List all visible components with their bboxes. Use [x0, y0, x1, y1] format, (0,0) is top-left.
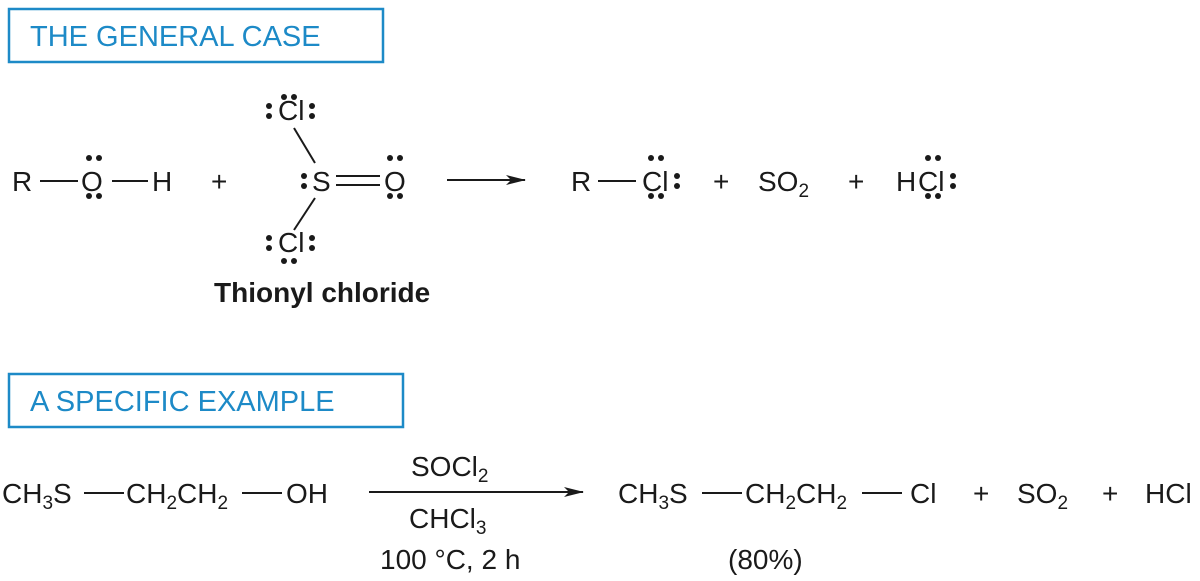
reagent-sub: 2	[478, 466, 489, 487]
thionyl-sulfur: S	[312, 166, 331, 197]
reactant-ch2ch2: CH2CH2	[126, 478, 228, 514]
product-ch-a: CH	[745, 478, 785, 509]
plus-sign-3: +	[848, 166, 864, 197]
product-s: S	[669, 478, 688, 509]
sulfur-dioxide: SO2	[758, 166, 809, 202]
hcl-chlorine: Cl	[918, 166, 944, 197]
hcl-hydrogen: H	[896, 166, 916, 197]
alcohol-hydrogen: H	[152, 166, 172, 197]
reaction-conditions: 100 °C, 2 h	[380, 544, 520, 575]
thionyl-chlorine-bottom: Cl	[278, 227, 304, 258]
oxygen-lone-pairs	[86, 155, 102, 199]
product-sub-3: 3	[658, 493, 669, 514]
plus-sign-1: +	[211, 166, 227, 197]
product-sub-2a: 2	[785, 493, 796, 514]
product-chlorine: Cl	[642, 166, 668, 197]
hcl-lone-pairs	[925, 155, 956, 199]
solvent-main: CHCl	[409, 503, 476, 534]
thionyl-oxygen: O	[384, 166, 406, 197]
bond-s-cl-top	[293, 127, 316, 164]
product-ch3s: CH3S	[618, 478, 688, 514]
specific-plus-1: +	[973, 478, 989, 509]
thionyl-chlorine-top: Cl	[278, 95, 304, 126]
thionyl-chloride-label: Thionyl chloride	[214, 277, 430, 308]
product-sub-2b: 2	[836, 493, 847, 514]
product-r-group: R	[571, 166, 591, 197]
specific-so2: SO2	[1017, 478, 1068, 514]
general-case-box	[7, 7, 385, 64]
reactant-ch3s: CH3S	[2, 478, 72, 514]
specific-example-heading: A SPECIFIC EXAMPLE	[30, 386, 335, 418]
cl-bottom-lone-pairs	[266, 235, 315, 264]
reactant-ch-b: CH	[177, 478, 217, 509]
product-yield: (80%)	[728, 544, 803, 575]
cl-top-lone-pairs	[266, 94, 315, 119]
alcohol-r-group: R	[12, 166, 32, 197]
plus-sign-2: +	[713, 166, 729, 197]
thionyl-oxygen-lone-pairs	[387, 155, 403, 199]
specific-so2-main: SO	[1017, 478, 1057, 509]
alcohol-oxygen: O	[81, 166, 103, 197]
specific-hcl: HCl	[1145, 478, 1192, 509]
reagent-main: SOCl	[411, 451, 478, 482]
so2-main: SO	[758, 166, 798, 197]
solvent-chcl3: CHCl3	[409, 503, 486, 539]
solvent-sub: 3	[476, 518, 487, 539]
specific-so2-sub: 2	[1057, 493, 1068, 514]
reagent-socl2: SOCl2	[411, 451, 488, 487]
reactant-ch-a: CH	[126, 478, 166, 509]
product-cl-lone-pairs	[648, 155, 680, 199]
product-ch: CH	[618, 478, 658, 509]
specific-example-box	[7, 372, 405, 429]
product-ch-b: CH	[796, 478, 836, 509]
reactant-s: S	[53, 478, 72, 509]
so2-subscript: 2	[798, 181, 809, 202]
reactant-sub-3: 3	[42, 493, 53, 514]
reactant-ch: CH	[2, 478, 42, 509]
product-cl: Cl	[910, 478, 936, 509]
specific-plus-2: +	[1102, 478, 1118, 509]
general-case-heading: THE GENERAL CASE	[30, 21, 321, 53]
product-ch2ch2: CH2CH2	[745, 478, 847, 514]
reactant-sub-2b: 2	[217, 493, 228, 514]
reactant-oh: OH	[286, 478, 328, 509]
reactant-sub-2a: 2	[166, 493, 177, 514]
sulfur-lone-pair	[301, 173, 307, 189]
bond-s-cl-bottom	[293, 197, 316, 231]
